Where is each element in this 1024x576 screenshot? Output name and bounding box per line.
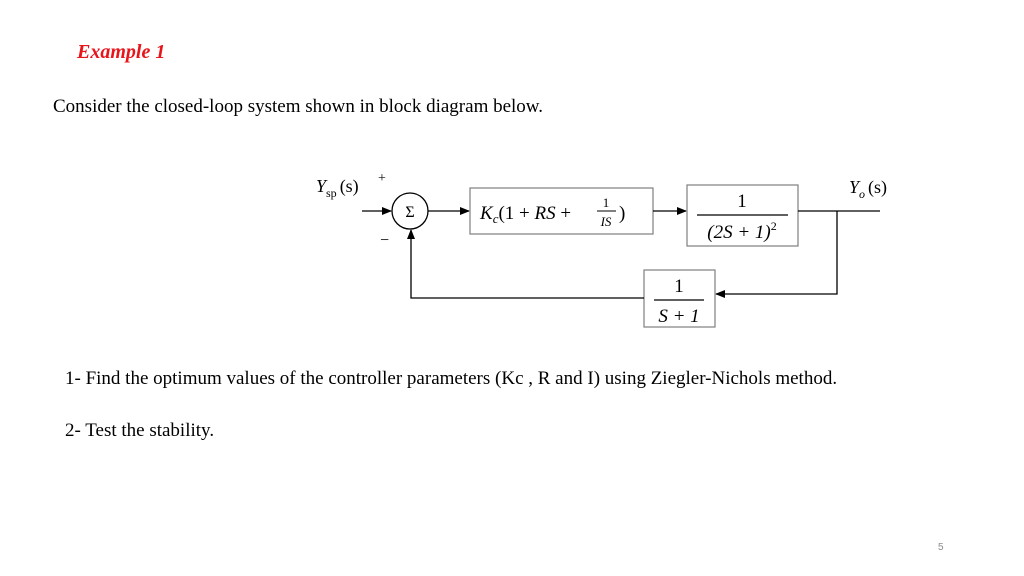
controller-close-paren: ) [619, 203, 625, 224]
feedback-block: 1 S + 1 [643, 269, 716, 328]
minus-sign: − [380, 232, 389, 249]
svg-text:Yo(s): Yo(s) [849, 177, 887, 201]
process-numerator: 1 [737, 191, 747, 212]
page-number: 5 [938, 542, 944, 553]
svg-text:Ysp(s): Ysp(s) [316, 176, 359, 200]
question-1: 1- Find the optimum values of the contro… [65, 368, 838, 389]
slide-title: Example 1 [77, 41, 166, 63]
feedback-path-to-sum [407, 229, 644, 299]
controller-integral-denominator: IS [600, 214, 612, 229]
controller-integral-numerator: 1 [603, 195, 610, 210]
plus-sign: + [378, 171, 386, 186]
feedback-denominator: S + 1 [658, 306, 699, 327]
process-denominator: (2S + 1)2 [707, 219, 776, 243]
controller-block: Kc(1 + RS + 1 IS ) [469, 187, 654, 235]
feedback-path-to-block [715, 211, 838, 298]
input-label: Ysp(s) [316, 176, 359, 200]
question-2: 2- Test the stability. [65, 420, 215, 441]
summing-junction: Σ [391, 192, 429, 230]
process-block: 1 (2S + 1)2 [686, 184, 799, 247]
svg-text:Kc(1 + RS +: Kc(1 + RS + [479, 203, 571, 226]
intro-text: Consider the closed-loop system shown in… [53, 96, 544, 117]
feedback-numerator: 1 [674, 276, 684, 297]
sigma-symbol: Σ [405, 204, 414, 221]
output-label: Yo(s) [849, 177, 887, 201]
